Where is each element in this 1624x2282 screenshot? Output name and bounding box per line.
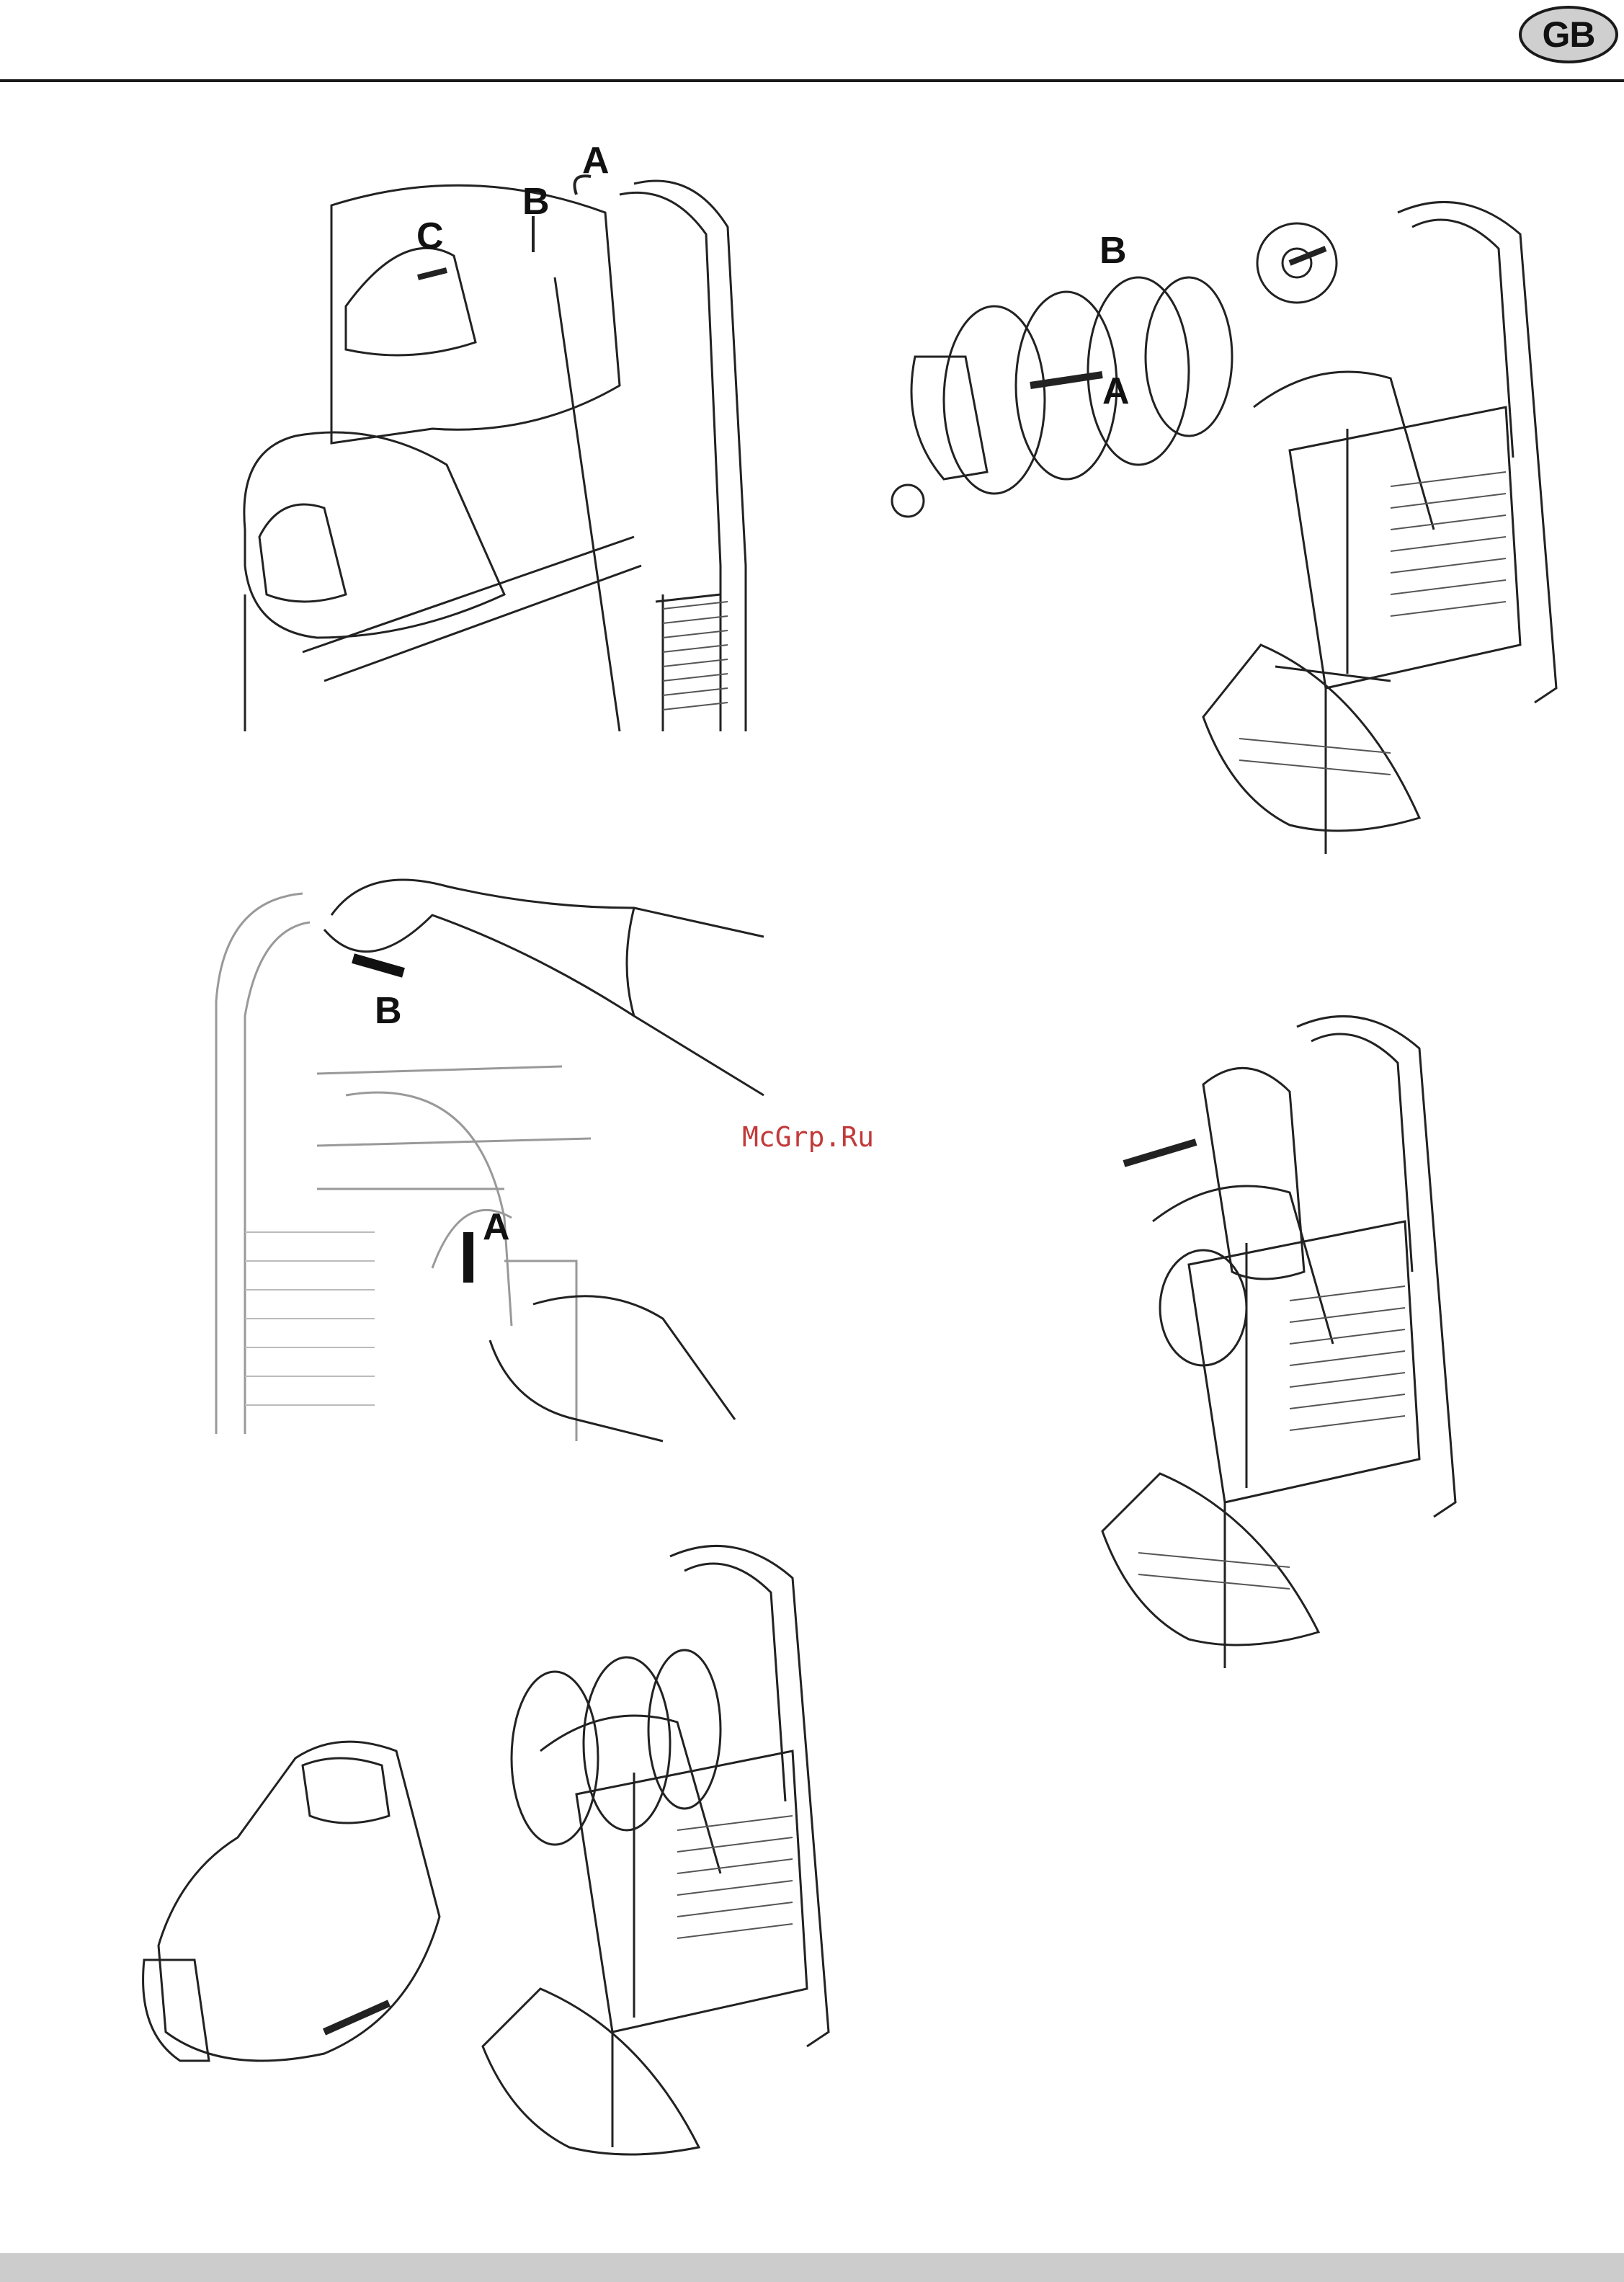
figure-remove-cover: A B C xyxy=(231,133,749,731)
hopper-container xyxy=(143,1742,440,2061)
left-arrow-icon xyxy=(1124,1142,1196,1164)
label-b: B xyxy=(1099,230,1127,272)
arrow-b-icon xyxy=(1290,249,1326,263)
label-c: C xyxy=(416,215,444,257)
label-a: A xyxy=(1102,370,1130,412)
arrow-a-icon xyxy=(1030,375,1102,385)
figure-remove-auger: A B xyxy=(886,169,1585,861)
watermark: McGrp.Ru xyxy=(742,1121,874,1153)
illustration-remove-hopper xyxy=(137,1513,836,2162)
cylinder-end xyxy=(1160,1250,1246,1365)
label-a: A xyxy=(483,1206,510,1248)
illustration-remove-cover: A B C xyxy=(231,133,749,731)
illustration-unlock-hopper: A B xyxy=(202,857,771,1470)
gasket-seal xyxy=(1203,1068,1304,1279)
auger-spiral xyxy=(512,1650,720,1845)
figure-remove-hopper xyxy=(137,1513,836,2162)
language-badge: GB xyxy=(1519,6,1618,63)
header-rule xyxy=(0,79,1624,82)
footer-band xyxy=(0,2253,1624,2282)
language-badge-label: GB xyxy=(1543,14,1595,55)
figure-unlock-hopper: A B xyxy=(202,857,771,1470)
illustration-remove-gasket xyxy=(1016,984,1491,1675)
label-b: B xyxy=(522,181,550,223)
figure-remove-gasket xyxy=(1016,984,1491,1675)
label-b: B xyxy=(375,990,402,1032)
label-a: A xyxy=(582,140,610,182)
illustration-remove-auger: A B xyxy=(886,169,1585,861)
left-arrow-icon xyxy=(418,270,447,277)
arrow-b-icon xyxy=(353,958,403,973)
